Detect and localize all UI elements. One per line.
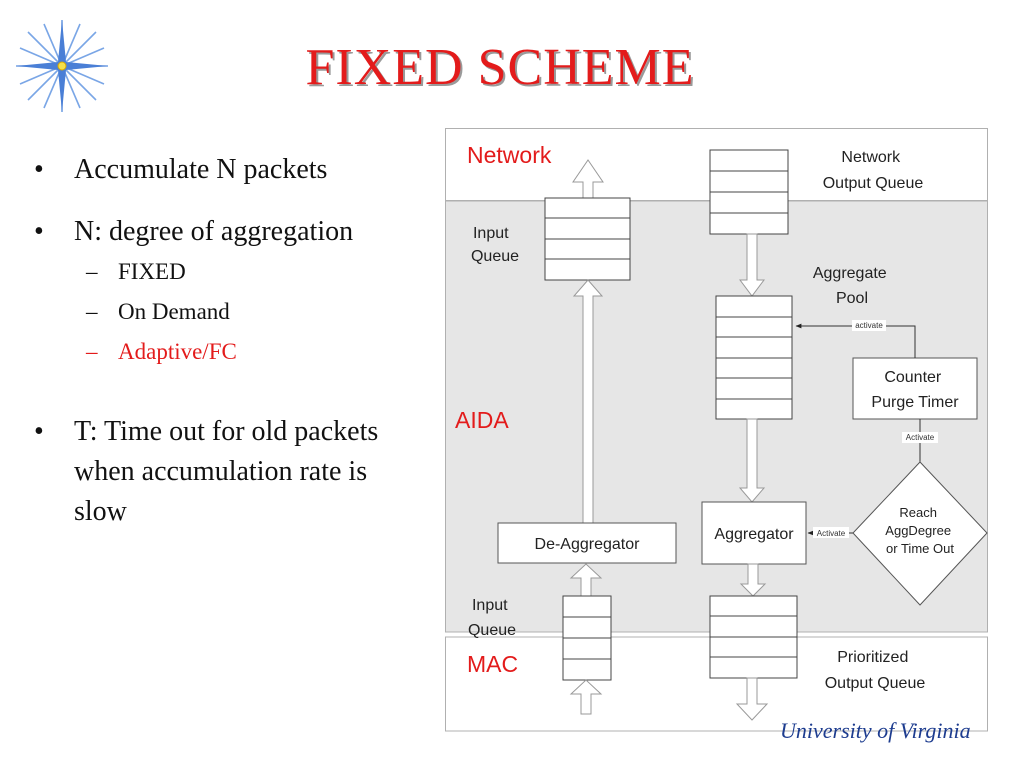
activate-tag-lower: Activate — [817, 529, 846, 538]
bullet-list: • Accumulate N packets • N: degree of ag… — [34, 150, 464, 532]
sub-bullet-dash: – — [86, 259, 98, 284]
aida-layer-label: AIDA — [455, 407, 509, 433]
counter-purge-timer-label: Counter Purge Timer — [871, 369, 959, 411]
activate-tag-upper: activate — [855, 321, 883, 330]
up-arrow-deaggregator-to-input — [572, 279, 604, 524]
up-arrow-mac-to-input — [569, 679, 603, 715]
star-logo-icon — [16, 20, 108, 112]
down-arrow-output-to-pool — [739, 233, 765, 297]
down-arrow-pool-to-aggregator — [738, 418, 766, 503]
aggregator-label: Aggregator — [714, 526, 794, 543]
sub-bullet-dash: – — [86, 339, 98, 364]
bullet-item: • N: degree of aggregation — [34, 212, 464, 252]
up-arrow-input-to-deaggregator — [569, 563, 603, 597]
activate-tag-bg — [813, 527, 849, 538]
reach-aggdegree-decision — [852, 461, 988, 606]
bullet-item: • Accumulate N packets — [34, 150, 464, 190]
aggregate-pool — [715, 295, 793, 420]
activate-tag-bg — [902, 432, 938, 443]
bullet-dot: • — [34, 216, 44, 247]
reach-aggdegree-label: Reach AggDegree or Time Out — [885, 505, 954, 556]
network-output-queue — [709, 149, 789, 235]
activate-tag-bg — [852, 320, 886, 331]
input-queue-lower — [562, 595, 612, 681]
prioritized-output-queue — [709, 595, 798, 679]
sub-bullet-text: FIXED — [118, 259, 186, 284]
aida-architecture-diagram: Network AIDA MAC Input Queue Network Out… — [445, 128, 988, 732]
network-layer-label: Network — [467, 142, 552, 168]
sub-bullet-dash: – — [86, 299, 98, 324]
sub-bullet-item: – Adaptive/FC — [34, 332, 464, 372]
sub-bullet-item: – On Demand — [34, 292, 464, 332]
input-queue-lower-label: Input Queue — [468, 597, 516, 639]
slide-title: FIXED SCHEME — [305, 39, 695, 96]
down-arrow-output-to-mac — [735, 677, 769, 721]
bullet-text: slow — [74, 496, 127, 527]
network-output-queue-label: Network Output Queue — [823, 149, 924, 192]
counter-purge-timer-box — [852, 357, 978, 420]
prioritized-output-queue-label: Prioritized Output Queue — [825, 649, 926, 692]
aggregator-box — [701, 501, 807, 565]
aggregate-pool-label: Aggregate Pool — [813, 265, 891, 307]
input-queue-upper-label: Input Queue — [471, 225, 519, 265]
bullet-text: Accumulate N packets — [74, 154, 328, 185]
university-footer: University of Virginia — [780, 718, 971, 743]
mac-layer-label: MAC — [467, 651, 518, 677]
sub-bullet-text: Adaptive/FC — [118, 339, 237, 364]
activate-tag-middle: Activate — [906, 433, 935, 442]
down-arrow-aggregator-to-output — [739, 563, 767, 597]
activate-connector-timer-to-pool — [795, 323, 916, 358]
de-aggregator-box — [497, 522, 677, 564]
bullet-dot: • — [34, 154, 44, 185]
bullet-text: when accumulation rate is — [74, 456, 368, 487]
bullet-text: N: degree of aggregation — [74, 216, 354, 247]
input-queue-upper — [544, 197, 631, 281]
de-aggregator-label: De-Aggregator — [535, 536, 641, 553]
bullet-dot: • — [34, 416, 44, 447]
bullet-text: T: Time out for old packets — [74, 416, 379, 447]
bullet-item: • T: Time out for old packets when accum… — [34, 412, 464, 532]
sub-bullet-text: On Demand — [118, 299, 230, 324]
up-arrow-to-network — [572, 159, 604, 199]
sub-bullet-item: – FIXED — [34, 252, 464, 292]
